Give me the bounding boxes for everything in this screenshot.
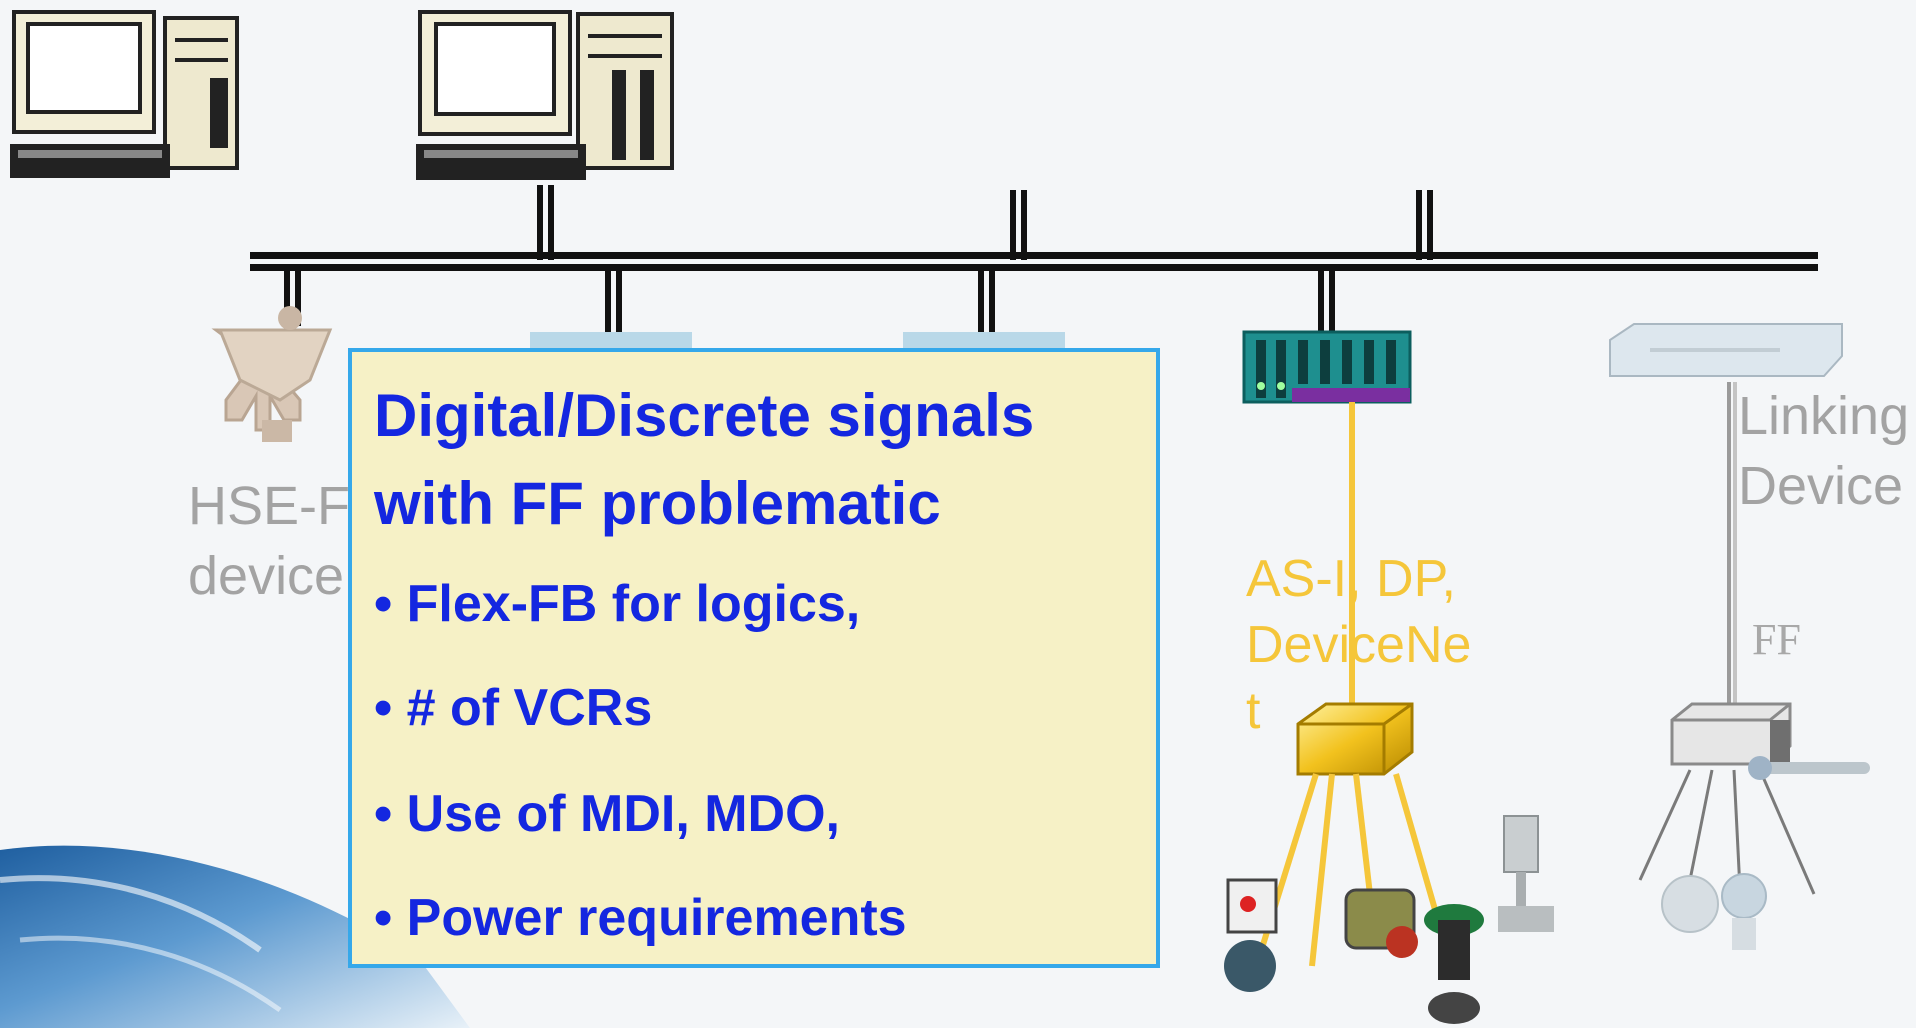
hse-device-label-line2: device: [188, 546, 345, 606]
device-module-icon-b: [903, 332, 1065, 350]
subnet-label-line1: AS-I, DP,: [1246, 550, 1457, 608]
subnet-label-line2: DeviceNe: [1246, 616, 1472, 674]
callout-bullet: • # of VCRs: [374, 679, 653, 737]
callout-bullet: • Flex-FB for logics,: [374, 575, 861, 633]
subnet-label-line3: t: [1246, 682, 1261, 740]
hse-bus-line: [250, 252, 1818, 271]
hse-device-label-line1: HSE-F: [188, 476, 350, 536]
bus-taps-down: [284, 266, 1335, 332]
workstation-icon-center: [416, 10, 674, 180]
callout-box: Digital/Discrete signals with FF problem…: [348, 348, 1160, 968]
transmitter-icons: [1661, 873, 1767, 950]
bus-taps-up: [537, 185, 1433, 260]
linking-device-icon: [1609, 323, 1843, 377]
callout-title-line1: Digital/Discrete signals: [374, 382, 1035, 449]
workstation-icon-left: [10, 10, 239, 178]
valve-device-icon: [1498, 815, 1554, 932]
field-device-icon-2: [1344, 888, 1418, 958]
ff-drop-lines: [1638, 769, 1816, 901]
field-device-icon-1: [1224, 878, 1278, 992]
ff-label: FF: [1752, 615, 1801, 664]
ff-segment-line: [1727, 382, 1737, 704]
linking-device-label-line1: Linking: [1738, 386, 1910, 446]
device-module-icon-a: [530, 332, 692, 350]
flowmeter-device-icon: [211, 306, 333, 442]
junction-box-icon: [1296, 702, 1414, 776]
callout-title: Digital/Discrete signals with FF problem…: [374, 372, 1034, 548]
plc-gateway-icon: [1242, 330, 1412, 404]
ff-instrument-icon: [1748, 756, 1870, 780]
earth-decoration: [0, 845, 470, 1028]
callout-title-line2: with FF problematic: [374, 470, 941, 537]
linking-device-label-line2: Device: [1738, 456, 1904, 516]
field-device-icon-3: [1424, 904, 1484, 1024]
callout-bullet: • Power requirements: [374, 889, 907, 947]
subnet-line: [1349, 402, 1355, 712]
callout-bullet: • Use of MDI, MDO,: [374, 785, 840, 843]
ff-junction-icon: [1670, 702, 1792, 766]
